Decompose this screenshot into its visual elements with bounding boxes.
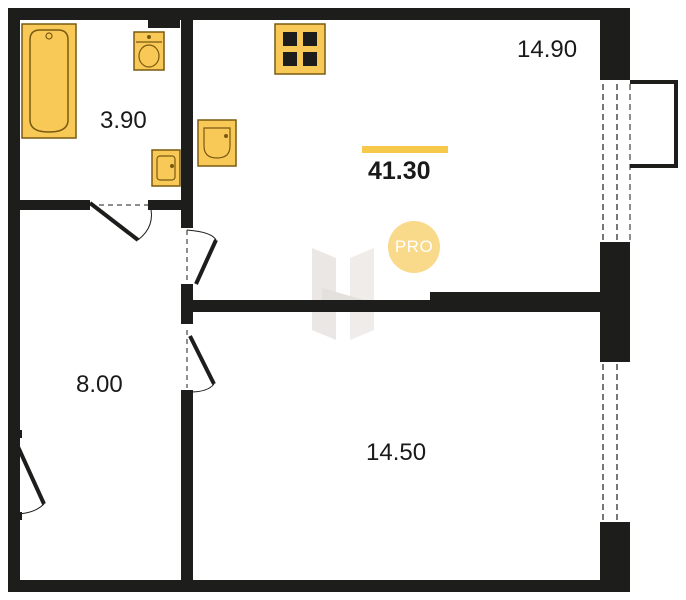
interior-walls <box>8 20 600 580</box>
bathtub-icon <box>21 23 77 139</box>
door-entrance <box>12 437 46 515</box>
room-area-bedroom: 14.50 <box>366 439 427 466</box>
total-area: 41.30 <box>368 157 431 185</box>
room-area-kitchen-living: 14.90 <box>517 36 578 63</box>
sink-icon <box>197 119 237 167</box>
total-area-accent-bar <box>362 146 448 153</box>
sink-icon <box>151 149 181 187</box>
door-bedroom <box>186 330 216 393</box>
balcony <box>629 80 678 240</box>
window-upper <box>602 84 618 240</box>
window-lower <box>602 364 618 520</box>
toilet-icon <box>133 31 165 71</box>
door-kitchen <box>186 229 218 285</box>
watermark-logo-icon <box>312 248 374 340</box>
room-area-hallway: 8.00 <box>76 371 123 398</box>
room-area-bathroom: 3.90 <box>100 107 147 134</box>
stove-icon <box>274 23 326 75</box>
pro-badge: PRO <box>388 221 440 273</box>
door-bathroom <box>88 201 152 242</box>
